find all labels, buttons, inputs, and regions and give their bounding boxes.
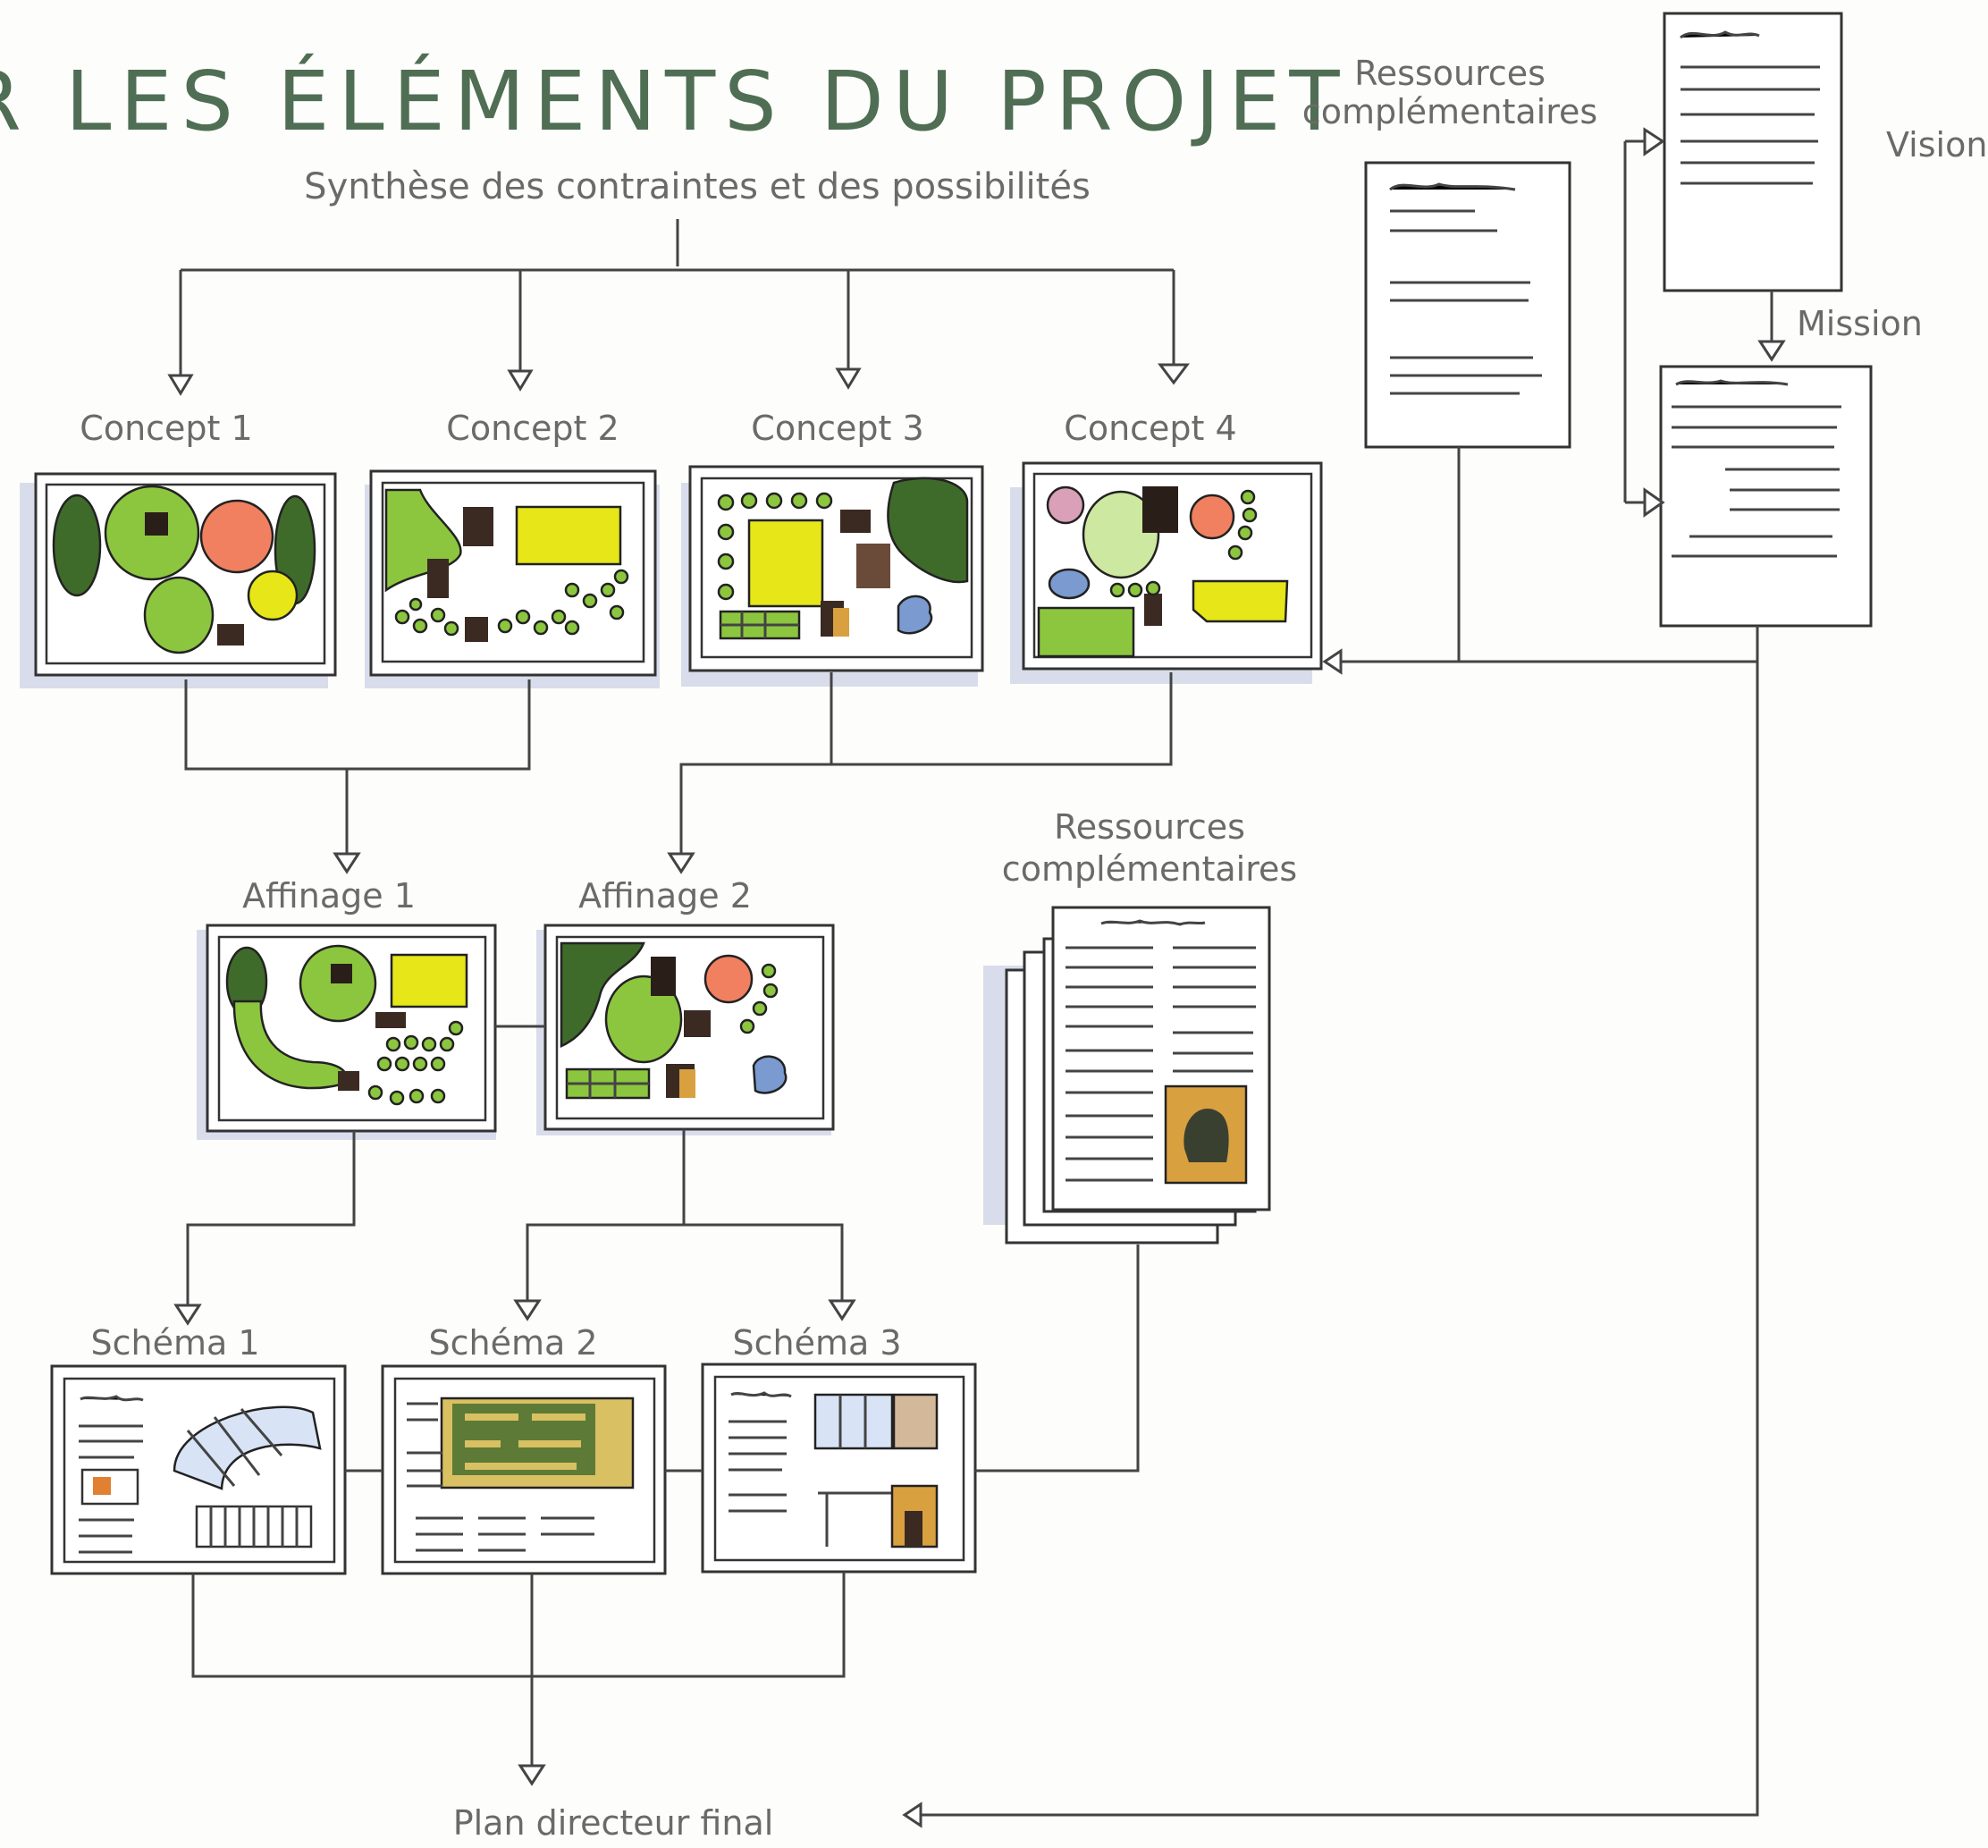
concept-1-plan <box>20 472 337 688</box>
refinement-1-label: Affinage 1 <box>242 876 416 916</box>
refinement-1-plan <box>197 924 497 1140</box>
connector-documents-feedback <box>902 447 1759 1828</box>
connector-concepts-to-refinements <box>184 672 1173 874</box>
connector-vision-to-mission <box>1757 291 1786 362</box>
connector-bracket-vision-mission <box>1623 127 1665 518</box>
page-title: R LES ÉLÉMENTS DU PROJET <box>0 53 1349 149</box>
resources-mid-label-line2: complémentaires <box>1002 849 1297 889</box>
resources-top-label-line1: Ressources <box>1354 54 1546 93</box>
connector-schemas-to-final <box>191 1572 846 1786</box>
mission-label: Mission <box>1797 304 1923 343</box>
concept-4-plan <box>1010 461 1323 684</box>
concept-2-label: Concept 2 <box>446 409 619 448</box>
resources-top-label-line2: complémentaires <box>1302 92 1597 131</box>
refinement-2-plan <box>536 924 835 1135</box>
schema-3-label: Schéma 3 <box>732 1323 901 1363</box>
connector-resources-mid-to-schema <box>975 1245 1140 1472</box>
subtitle: Synthèse des contraintes et des possibil… <box>304 166 1091 207</box>
schema-2-sheet <box>381 1364 667 1575</box>
concept-2-plan <box>365 469 660 688</box>
final-plan-label: Plan directeur final <box>453 1803 774 1843</box>
concept-4-label: Concept 4 <box>1064 409 1236 448</box>
vision-document <box>1663 12 1843 292</box>
resources-mid-label-line1: Ressources <box>1054 807 1245 847</box>
vision-label: Vision <box>1886 125 1987 165</box>
connector-subtitle-to-concepts <box>167 219 1190 396</box>
concept-3-label: Concept 3 <box>751 409 923 448</box>
resources-top-document <box>1364 161 1571 449</box>
schema-2-label: Schéma 2 <box>428 1323 597 1363</box>
schema-3-sheet <box>701 1363 977 1574</box>
connector-refinements-to-schemas <box>173 1129 856 1326</box>
concept-1-label: Concept 1 <box>80 409 252 448</box>
concept-3-plan <box>681 465 984 687</box>
schema-1-label: Schéma 1 <box>90 1323 259 1363</box>
resources-mid-documents <box>983 906 1271 1245</box>
schema-1-sheet <box>50 1364 347 1575</box>
mission-document <box>1659 365 1873 628</box>
refinement-2-label: Affinage 2 <box>578 876 752 916</box>
